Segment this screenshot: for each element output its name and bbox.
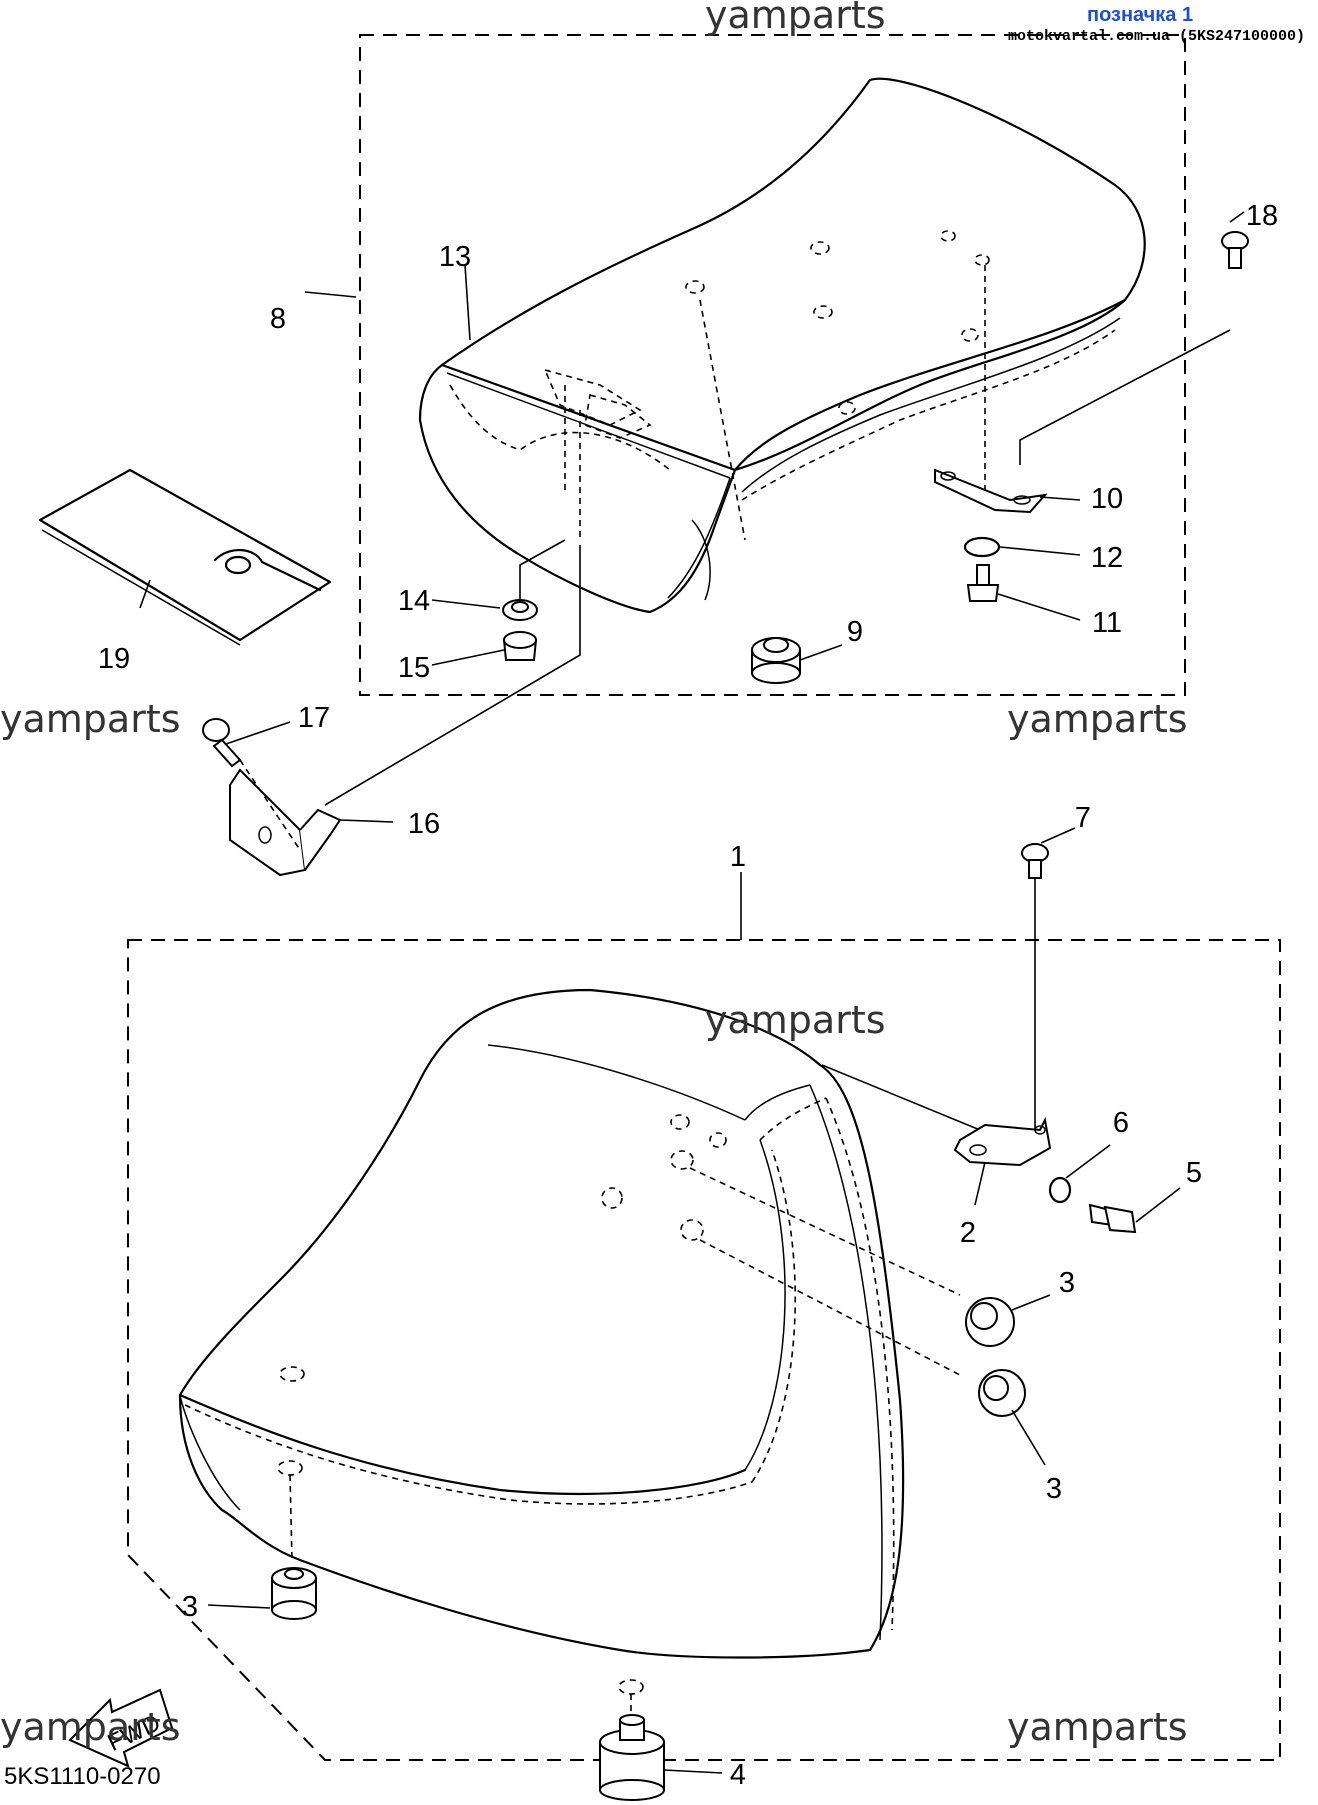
callout-11: 11: [1092, 607, 1122, 639]
watermark-left-mid: yamparts: [0, 697, 181, 741]
part-18-screw[interactable]: [1221, 231, 1249, 269]
part-17-screw[interactable]: [202, 718, 242, 768]
rear-seat[interactable]: [418, 77, 1146, 614]
callout-6: 6: [1113, 1107, 1129, 1139]
callout-8: 8: [270, 303, 286, 335]
watermark-right-bottom: yamparts: [1007, 1705, 1188, 1749]
callout-9: 9: [847, 616, 863, 648]
rear-seat-assembly-box: [359, 34, 1186, 696]
callout-19: 19: [98, 643, 130, 675]
part-4-damper[interactable]: [599, 1714, 665, 1801]
header-site: motokvartal.com.ua (5KS247100000): [1008, 28, 1306, 45]
header-label: позначка 1: [1087, 4, 1194, 26]
front-seat-assembly-box: [127, 939, 1281, 1761]
rear-leaders: [139, 211, 1245, 851]
diagram-code: 5KS1110-0270: [4, 1763, 161, 1790]
part-14-collar[interactable]: [502, 599, 538, 621]
part-12-circlip[interactable]: [963, 536, 1001, 558]
callout-5: 5: [1186, 1157, 1202, 1189]
callout-labels: 1 2 3 3 3 4 5 6 7 8 9 10 12 11 13 14 15 …: [98, 200, 1278, 1791]
callout-7: 7: [1075, 802, 1091, 834]
watermarks: yamparts yamparts yamparts yamparts yamp…: [0, 0, 1188, 1749]
callout-13: 13: [439, 241, 471, 273]
part-10-bracket[interactable]: [934, 468, 1048, 514]
front-leaders: [207, 827, 1181, 1774]
part-11-bolt[interactable]: [966, 564, 1000, 602]
part-2-bracket[interactable]: [953, 1116, 1052, 1167]
part-5-bolt[interactable]: [1088, 1203, 1137, 1234]
part-19-seat-cover[interactable]: [38, 468, 332, 646]
part-9-damper[interactable]: [751, 637, 801, 684]
watermark-center: yamparts: [705, 998, 886, 1042]
part-16-bracket[interactable]: [229, 768, 342, 877]
part-15-nut[interactable]: [502, 631, 538, 661]
callout-18: 18: [1246, 200, 1278, 232]
callout-14: 14: [398, 585, 430, 617]
callout-2: 2: [960, 1217, 976, 1249]
callout-4: 4: [730, 1759, 746, 1791]
callout-11-12: 12: [1091, 542, 1123, 574]
watermark-right-mid: yamparts: [1007, 697, 1188, 741]
part-6-circlip[interactable]: [1048, 1176, 1072, 1204]
callout-15: 15: [398, 652, 430, 684]
callout-3-left: 3: [182, 1591, 198, 1623]
callout-16: 16: [408, 808, 440, 840]
callout-3-upper: 3: [1059, 1267, 1075, 1299]
front-seat[interactable]: [178, 988, 981, 1745]
watermark-top: yamparts: [705, 0, 886, 37]
part-3-damper-a[interactable]: [965, 1297, 1015, 1347]
part-7-screw[interactable]: [1021, 843, 1049, 879]
callout-10: 10: [1091, 483, 1123, 515]
watermark-left-bottom: yamparts: [0, 1705, 181, 1749]
callout-3-right: 3: [1046, 1473, 1062, 1505]
callout-17: 17: [298, 702, 330, 734]
part-3-damper-b[interactable]: [978, 1369, 1026, 1417]
callout-1: 1: [730, 841, 746, 873]
fwd-arrow-icon: FWD: [68, 1688, 174, 1768]
part-3-damper-c[interactable]: [271, 1567, 317, 1620]
